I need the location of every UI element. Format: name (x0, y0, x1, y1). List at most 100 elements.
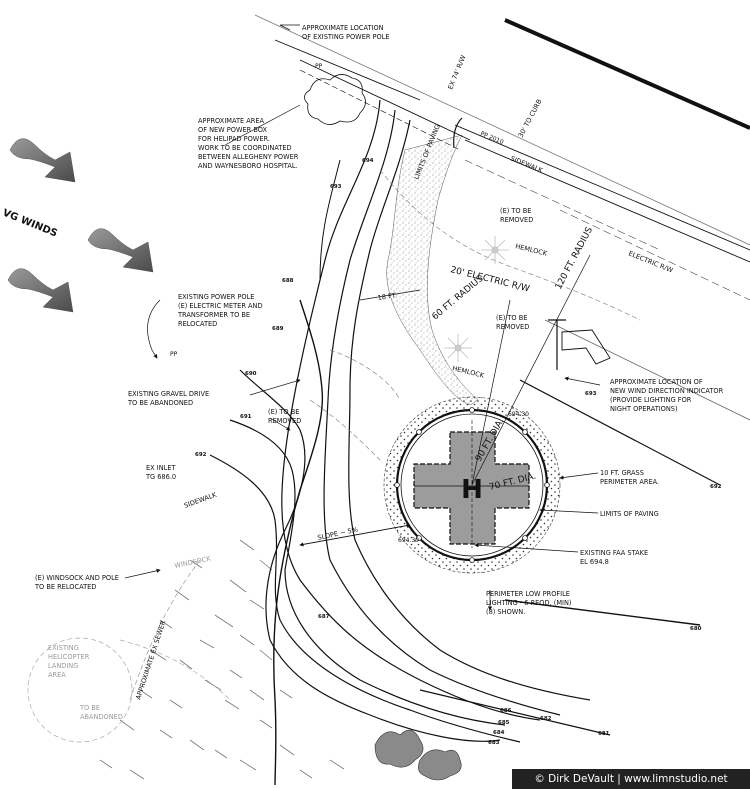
plan-label: EXISTING (48, 644, 79, 652)
label-existing-power-pole-location: APPROXIMATE LOCATION OF EXISTING POWER P… (302, 24, 390, 41)
label-existing-power-pole-relocate: EXISTING POWER POLE (E) ELECTRIC METER A… (177, 293, 263, 328)
plan-label: OF NEW POWER BOX (198, 126, 267, 134)
label-hemlock-1: HEMLOCK (515, 242, 549, 258)
plan-label: AND WAYNESBORO HOSPITAL. (198, 162, 298, 170)
plan-label: WORK TO BE COORDINATED (198, 144, 292, 152)
hemlock-trees (444, 236, 509, 362)
plan-label: ABANDONED (80, 713, 123, 721)
plan-label: 694 (362, 158, 374, 164)
plan-label: 692 (710, 484, 722, 490)
plan-label: REMOVED (496, 323, 529, 331)
plan-label: (PROVIDE LIGHTING FOR (610, 396, 692, 404)
plan-label: EXISTING POWER POLE (178, 293, 254, 301)
label-new-power-box: APPROXIMATE AREA OF NEW POWER BOX FOR HE… (198, 117, 299, 170)
plan-label: AREA (48, 671, 66, 679)
plan-label: 10 FT. GRASS (600, 469, 644, 477)
plan-label: 688 (282, 278, 294, 284)
plan-label: FOR HELIPAD POWER. (198, 135, 270, 143)
power-box-area (304, 74, 366, 125)
plan-label: TO BE ABANDONED (127, 399, 193, 407)
plan-label: 691 (240, 414, 252, 420)
plan-label: TO BE RELOCATED (34, 583, 96, 591)
wind-arrows (7, 138, 154, 313)
label-pp-top: PP (315, 63, 323, 70)
label-windsock-grey: WINDSOCK (174, 554, 212, 570)
label-120ft-radius: 120 FT. RADIUS (554, 225, 595, 291)
plan-label: 692 (195, 452, 207, 458)
plan-label: REMOVED (500, 216, 533, 224)
plan-label: 686 (500, 708, 512, 714)
plan-label: TRANSFORMER TO BE (177, 311, 250, 319)
plan-label: EX INLET (146, 464, 176, 472)
plan-label: EL 694.8 (580, 558, 609, 566)
leader-lines (124, 24, 601, 611)
plan-label: BETWEEN ALLEGHENY POWER (198, 153, 299, 161)
plan-label: EXISTING FAA STAKE (580, 549, 648, 557)
road-edges (254, 14, 750, 736)
shrubs (374, 729, 462, 781)
plan-label: 680 (690, 626, 702, 632)
plan-label: 685 (498, 720, 510, 726)
label-wind-indicator: APPROXIMATE LOCATION OF NEW WIND DIRECTI… (610, 378, 724, 413)
label-elev-top: 694.30 (508, 411, 529, 418)
plan-label: APPROXIMATE AREA (198, 117, 265, 125)
label-ex-sewer: APPROXIMATE EX SEWER (134, 619, 167, 700)
label-limits-paving: LIMITS OF PAVING (600, 510, 659, 518)
plan-label: NIGHT OPERATIONS) (610, 405, 678, 413)
credit-bar: © Dirk DeVault | www.limnstudio.net (512, 769, 750, 789)
label-gravel-drive: EXISTING GRAVEL DRIVE TO BE ABANDONED (127, 390, 209, 407)
plan-label: 687 (318, 614, 330, 620)
plan-label: (E) ELECTRIC METER AND (178, 302, 263, 310)
label-to-be-removed-3: (E) TO BE REMOVED (268, 408, 301, 425)
label-elev-bottom: 694.30 (398, 537, 419, 544)
plan-label: 689 (272, 326, 284, 332)
plan-label: 682 (540, 716, 552, 722)
plan-label: 684 (493, 730, 505, 736)
label-18ft: 18 FT. (377, 291, 397, 302)
plan-label: (8) SHOWN. (486, 608, 525, 616)
label-perimeter-lighting: PERIMETER LOW PROFILE LIGHTING - 6 REQD.… (486, 590, 571, 616)
label-to-be-removed-2: (E) TO BE REMOVED (496, 314, 529, 331)
plan-label: 690 (245, 371, 257, 377)
plan-label: NEW WIND DIRECTION INDICATOR (610, 387, 724, 395)
plan-label: 681 (598, 731, 610, 737)
plan-label: 683 (488, 740, 500, 746)
label-faa-stake: EXISTING FAA STAKE EL 694.8 (580, 549, 648, 566)
plan-label: RELOCATED (178, 320, 217, 328)
credit-text: © Dirk DeVault | www.limnstudio.net (534, 773, 728, 785)
label-to-be-abandoned: TO BE ABANDONED (79, 704, 123, 721)
plan-label: HELICOPTER (48, 653, 90, 661)
plan-label: (E) TO BE (496, 314, 527, 322)
perimeter-lights (394, 407, 550, 563)
plan-label: LIGHTING - 6 REQD. (MIN) (486, 599, 571, 607)
plan-label: EXISTING GRAVEL DRIVE (128, 390, 209, 398)
plan-label: REMOVED (268, 417, 301, 425)
dimension-lines (299, 254, 591, 547)
plan-label: LANDING (48, 662, 78, 670)
dashed-limits (27, 169, 641, 743)
label-pp-mid: PP (170, 351, 178, 358)
label-sidewalk-top: SIDEWALK (509, 154, 544, 174)
plan-label: TG 686.0 (145, 473, 176, 481)
plan-label: 693 (585, 391, 597, 397)
label-grass-area: 10 FT. GRASS PERIMETER AREA. (600, 469, 659, 486)
ground-hatching (99, 539, 345, 780)
label-60ft-radius: 60 FT. RADIUS (431, 274, 486, 323)
wind-label: VG WINDS (1, 208, 59, 240)
label-to-be-removed-1: (E) TO BE REMOVED (500, 207, 533, 224)
plan-label: TO BE (79, 704, 100, 712)
label-sidewalk-left: SIDEWALK (183, 490, 218, 509)
plan-label: PERIMETER LOW PROFILE (486, 590, 570, 598)
label-slope: SLOPE ~ 5% (317, 526, 359, 542)
label-windsock: (E) WINDSOCK AND POLE TO BE RELOCATED (34, 574, 119, 591)
label-row: EX 74' R/W (446, 54, 467, 91)
plan-label: APPROXIMATE LOCATION OF (610, 378, 703, 386)
contour-labels: 688 689 690 691 692 693 694 687 686 685 … (195, 158, 722, 746)
plan-label: (E) TO BE (500, 207, 531, 215)
wind-indicator-symbol (548, 319, 611, 370)
plan-label: OF EXISTING POWER POLE (302, 33, 390, 41)
label-curb: 30' TO CURB (517, 98, 544, 139)
contour-lines (209, 99, 591, 786)
plan-label: (E) WINDSOCK AND POLE (35, 574, 119, 582)
